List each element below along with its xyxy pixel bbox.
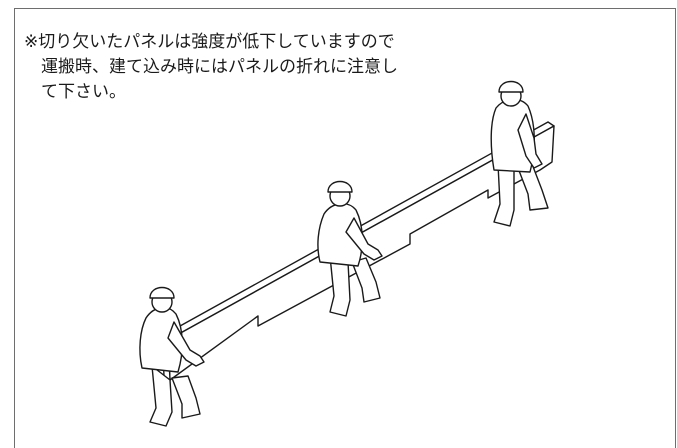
worker-front-leg-left [150, 366, 172, 426]
worker-rear-arm [518, 114, 542, 168]
worker-middle-arm [346, 218, 382, 260]
worker-front-helmet [150, 288, 174, 299]
worker-front-leg-right [172, 376, 200, 418]
worker-middle [318, 182, 382, 317]
worker-rear [491, 82, 548, 227]
notice-line-1: ※切り欠いたパネルは強度が低下していますので [24, 32, 395, 52]
caution-notice: ※切り欠いたパネルは強度が低下していますので 運搬時、建て込み時にはパネルの折れ… [24, 30, 464, 105]
worker-middle-helmet [328, 182, 352, 193]
notice-line-3: て下さい。 [41, 82, 126, 102]
worker-front [140, 288, 204, 427]
worker-rear-helmet [499, 82, 523, 93]
worker-middle-leg-right [352, 258, 380, 302]
worker-front-arm [168, 322, 204, 366]
notice-line-2: 運搬時、建て込み時にはパネルの折れに注意し [41, 57, 398, 77]
